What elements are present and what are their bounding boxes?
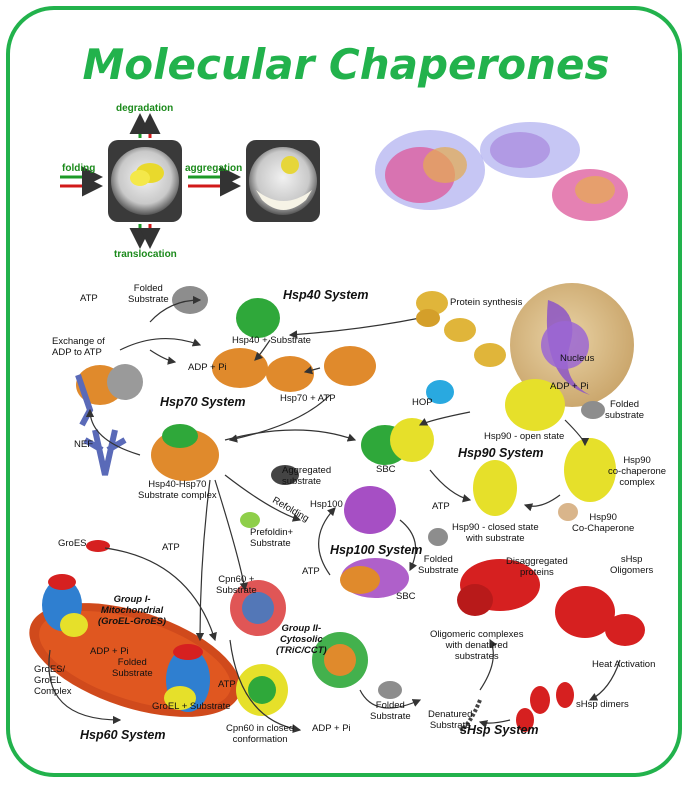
label-exchange-adp-atp: Exchange of ADP to ATP — [52, 336, 105, 358]
label-groes: GroES — [58, 538, 87, 549]
label-folding: folding — [62, 163, 96, 174]
label-groel-substrate: GroEL + Substrate — [152, 701, 231, 712]
page-title: Molecular Chaperones — [82, 40, 610, 89]
label-group2-cytosolic: Group II- Cytosolic (TRiC/CCT) — [276, 623, 327, 656]
label-hsp40-substrate: Hsp40 + Substrate — [232, 335, 311, 346]
protein-structures — [375, 122, 628, 221]
hsp100-blob — [344, 486, 396, 534]
title-hsp90-system: Hsp90 System — [458, 446, 544, 460]
label-aggregation: aggregation — [185, 163, 243, 174]
label-atp-top: ATP — [80, 293, 98, 304]
label-shsp-oligomers: sHsp Oligomers — [610, 554, 654, 576]
title-hsp60-system: Hsp60 System — [80, 728, 166, 742]
label-adp-pi-60: ADP + Pi — [90, 646, 129, 657]
hsp90-cochap-complex — [564, 438, 616, 502]
label-denatured-substrate: Denatured Substrate — [428, 709, 473, 731]
hsp90-open — [505, 379, 565, 431]
fate-diagram — [60, 113, 320, 249]
title-hsp70-system: Hsp70 System — [160, 395, 246, 409]
label-group1-mitochondrial: Group I- Mitochondrial (GroEL-GroES) — [98, 594, 167, 627]
label-translocation: translocation — [114, 249, 177, 260]
label-heat-activation: Heat Activation — [592, 659, 656, 670]
shsp-dimer-1 — [530, 686, 550, 714]
hsp100-cycle — [224, 465, 448, 598]
label-hsp90-closed: Hsp90 - closed state with substrate — [452, 522, 539, 544]
label-adp-pi-70: ADP + Pi — [188, 362, 227, 373]
label-shsp-dimers: sHsp dimers — [576, 699, 629, 710]
label-nef: NEF — [74, 439, 93, 450]
rounded-frame — [6, 6, 682, 777]
label-groes-groel-complex: GroES/ GroEL Complex — [34, 664, 72, 697]
label-atp-100: ATP — [302, 566, 320, 577]
label-folded-substrate-top: Folded Substrate — [128, 283, 169, 305]
folded-substrate-blob — [172, 286, 208, 314]
label-prefoldin-substrate: Prefoldin+ Substrate — [250, 527, 294, 549]
hsp70-cycle — [75, 286, 421, 481]
groes-blob — [86, 540, 110, 552]
label-aggregated-substrate: Aggregated substrate — [282, 465, 332, 487]
label-folded-substrate-60: Folded Substrate — [112, 657, 153, 679]
hsp90-sbc — [390, 418, 434, 462]
prefoldin-blob — [240, 512, 260, 528]
label-cpn60-closed: Cpn60 in closed conformation — [226, 723, 295, 745]
label-sbc-100: SBC — [396, 591, 416, 602]
protein-synthesis — [416, 283, 634, 407]
label-hsp40-hsp70-complex: Hsp40-Hsp70 Substrate complex — [138, 479, 217, 501]
hsp90-closed — [473, 460, 517, 516]
label-atp-60: ATP — [162, 542, 180, 553]
label-folded-substrate-90: Folded substrate — [605, 399, 645, 421]
label-nucleus: Nucleus — [560, 353, 595, 364]
nef-shape — [83, 429, 127, 476]
label-atp-cpn: ATP — [218, 679, 236, 690]
label-adp-pi-cpn: ADP + Pi — [312, 723, 351, 734]
title-hsp100-system: Hsp100 System — [330, 543, 423, 557]
label-hop: HOP — [412, 397, 433, 408]
label-hsp100: Hsp100 — [310, 499, 343, 510]
label-atp-90: ATP — [432, 501, 450, 512]
hsp90-cycle — [224, 379, 616, 521]
label-disaggregated-proteins: Disaggregated proteins — [506, 556, 568, 578]
label-oligomeric-complexes: Oligomeric complexes with denatured subs… — [430, 629, 524, 662]
label-hsp90-cochaperone-complex: Hsp90 co-chaperone complex — [608, 455, 667, 488]
label-folded-substrate-cpn: Folded Substrate — [370, 700, 411, 722]
label-hsp90-open: Hsp90 - open state — [484, 431, 565, 442]
hsp70-blob-3 — [324, 346, 376, 386]
shsp-cycle — [457, 559, 645, 732]
hsp70-blob-2 — [212, 348, 268, 388]
shsp-oligomer-1 — [555, 586, 615, 638]
title-shsp-system: sHsp System — [460, 723, 539, 737]
title-hsp40-system: Hsp40 System — [283, 288, 369, 302]
label-hsp90-cochaperone: Hsp90 Co-Chaperone — [572, 512, 635, 534]
hop-blob — [426, 380, 454, 404]
label-protein-synthesis: Protein synthesis — [450, 297, 523, 308]
hsp40-blob — [236, 298, 280, 338]
label-cpn60-substrate: Cpn60 + Substrate — [216, 574, 257, 596]
hsp60-cycle — [29, 479, 422, 733]
label-hsp70-atp: Hsp70 + ATP — [280, 393, 336, 404]
label-degradation: degradation — [116, 103, 174, 114]
label-sbc-90: SBC — [376, 464, 396, 475]
label-adp-pi-90: ADP + Pi — [550, 381, 589, 392]
label-folded-substrate-100: Folded Substrate — [418, 554, 459, 576]
